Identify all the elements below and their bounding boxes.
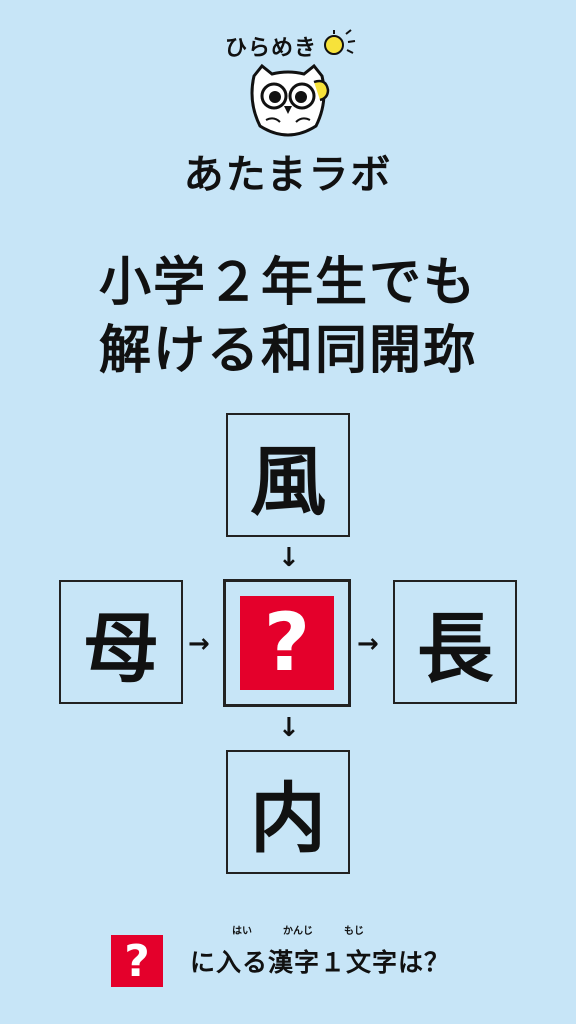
question-mark-box: ? (240, 596, 334, 690)
footer-question-text: に入る漢字１文字は？ (190, 948, 451, 977)
owl-mascot-icon (250, 63, 330, 137)
puzzle-cell-right: 長 (393, 580, 517, 704)
puzzle-cell-left: 母 (59, 580, 183, 704)
ruby-kanji: かんじ (283, 926, 313, 937)
lightbulb-icon (324, 29, 356, 55)
puzzle-cell-bottom: 内 (226, 750, 350, 874)
ruby-moji: もじ (344, 926, 364, 937)
title-line-1: 小学２年生でも (98, 253, 477, 313)
ruby-hai: はい (232, 926, 252, 937)
arrow-right-icon: → (188, 629, 210, 659)
puzzle-cell-center: ? (223, 579, 351, 707)
logo: ひらめき あたまラボ (0, 0, 576, 200)
arrow-down-icon: ↓ (278, 713, 300, 743)
arrow-down-icon: ↓ (278, 543, 300, 573)
logo-name: あたまラボ (183, 152, 393, 198)
arrow-right-icon: → (357, 629, 379, 659)
logo-tagline: ひらめき (225, 36, 318, 61)
puzzle-cell-top: 風 (226, 413, 350, 537)
title-line-2: 解ける和同開珎 (98, 321, 477, 381)
footer-question-mark: ? (111, 935, 163, 987)
